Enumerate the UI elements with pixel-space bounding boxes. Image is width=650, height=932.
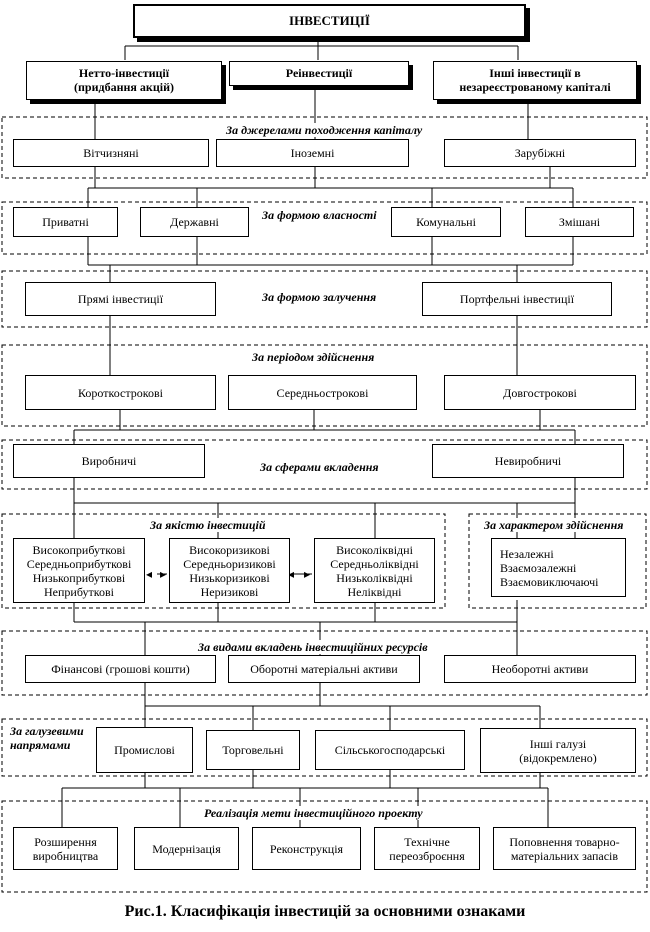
node-mixed: Змішані — [525, 207, 634, 237]
arrow-right-icon: ▸ — [160, 567, 167, 581]
node-industrial: Промислові — [96, 727, 193, 773]
node-expansion: Розширення виробництва — [13, 827, 118, 870]
group-title-resources: За видами вкладень інвестиційних ресурсі… — [196, 640, 430, 654]
root-node: ІНВЕСТИЦІЇ — [133, 4, 526, 38]
group-title-character: За характером здійснення — [482, 518, 626, 532]
frame-attraction — [1, 270, 648, 328]
node-direct: Прямі інвестиції — [25, 282, 216, 316]
node-modernization: Модернізація — [134, 827, 239, 870]
node-current-assets: Оборотні матеріальні активи — [228, 655, 420, 683]
group-frames — [1, 116, 648, 893]
frame-ownership — [1, 201, 648, 255]
node-nonproductive: Невиробничі — [432, 444, 624, 478]
node-productive: Виробничі — [13, 444, 205, 478]
group-title-attraction: За формою залучення — [260, 290, 379, 304]
group-title-source: За джерелами походження капіталу — [224, 123, 425, 137]
frame-industry — [1, 718, 648, 777]
tree-industry — [144, 683, 541, 730]
node-foreign: Іноземні — [216, 139, 409, 167]
node-profitability: Високоприбуткові Середньоприбуткові Низь… — [13, 538, 145, 603]
node-trade: Торговельні — [206, 730, 300, 770]
node-noncurrent-assets: Необоротні активи — [444, 655, 636, 683]
node-reinvestment: Реінвестиції — [229, 61, 409, 86]
node-long-term: Довгострокові — [444, 375, 636, 410]
node-financial: Фінансові (грошові кошти) — [25, 655, 216, 683]
node-reconstruction: Реконструкція — [252, 827, 361, 870]
figure-caption: Рис.1. Класифікація інвестицій за основн… — [124, 903, 526, 920]
node-character: Незалежні Взаємозалежні Взаємовиключаючі — [491, 538, 626, 597]
tree-attraction — [87, 236, 574, 282]
node-reequipment: Технічне переозброєння — [374, 827, 480, 870]
node-state: Державні — [140, 207, 249, 237]
node-liquidity: Високоліквідні Середньоліквідні Низьколі… — [314, 538, 435, 603]
frame-period — [1, 344, 648, 427]
group-title-goal: Реалізація мети інвестиційного проекту — [202, 806, 425, 820]
tree-resources — [73, 600, 518, 655]
node-netto: Нетто-інвестиції (придбання акцій) — [26, 61, 222, 100]
node-risk: Високоризикові Середньоризикові Низькори… — [169, 538, 290, 603]
group-title-quality: За якістю інвестицій — [148, 518, 268, 532]
frame-sphere — [1, 439, 648, 490]
node-domestic: Вітчизняні — [13, 139, 209, 167]
node-portfolio: Портфельні інвестиції — [422, 282, 612, 316]
tree-sphere — [73, 410, 576, 444]
arrow-left-icon: ◂ — [288, 567, 295, 581]
node-private: Приватні — [13, 207, 118, 237]
frame-character — [468, 513, 647, 609]
group-title-ownership: За формою власності — [260, 208, 379, 222]
group-title-period: За періодом здійснення — [250, 350, 377, 364]
tree-root — [124, 38, 519, 60]
node-inventory: Поповнення товарно- матеріальних запасів — [493, 827, 636, 870]
node-agriculture: Сільськогосподарські — [315, 730, 465, 770]
node-short-term: Короткострокові — [25, 375, 216, 410]
frame-quality — [1, 513, 446, 609]
node-communal: Комунальні — [391, 207, 501, 237]
node-abroad: Зарубіжні — [444, 139, 636, 167]
frame-resources — [1, 630, 648, 696]
frame-source — [1, 116, 648, 179]
node-other-industries: Інші галузі (відокремлено) — [480, 728, 636, 773]
arrow-left-icon: ◂ — [146, 567, 153, 581]
tree-period — [109, 316, 518, 375]
frame-goal — [1, 800, 648, 893]
node-other-investment: Інші інвестиції в незареєстрованому капі… — [433, 61, 637, 100]
group-title-industry: За галузевими напрямами — [10, 724, 84, 752]
tree-ownership — [87, 166, 574, 207]
node-medium-term: Середньострокові — [228, 375, 417, 410]
arrow-right-icon: ▸ — [304, 567, 311, 581]
group-title-sphere: За сферами вкладення — [258, 460, 381, 474]
